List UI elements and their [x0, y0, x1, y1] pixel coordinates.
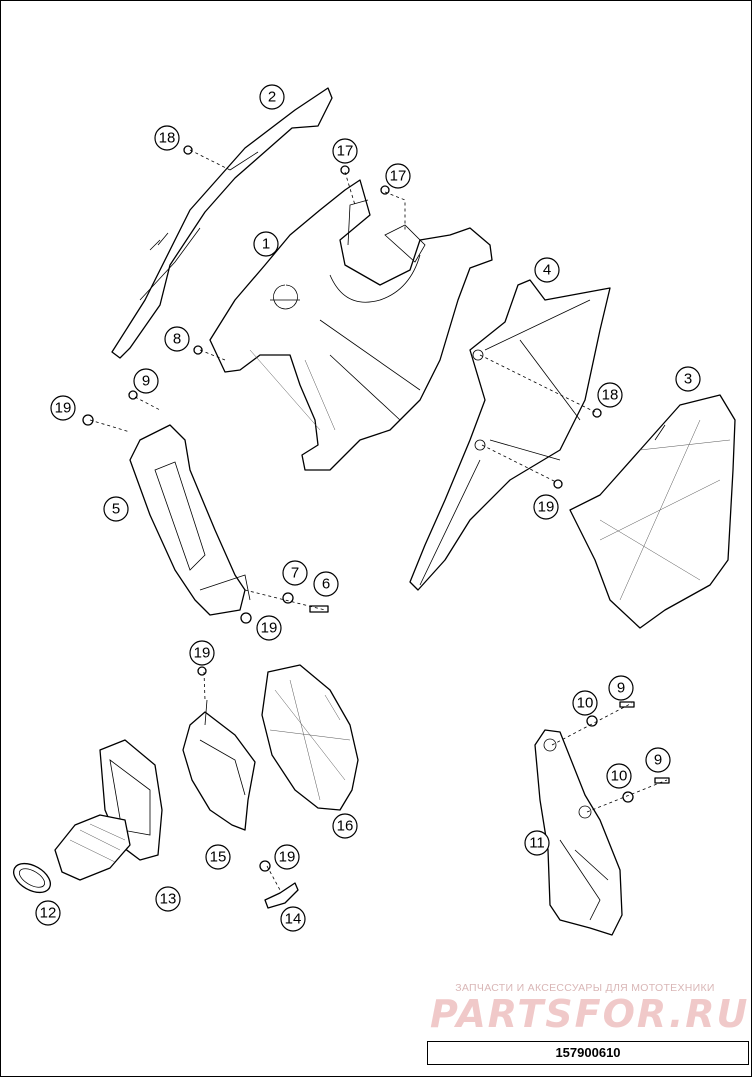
callout-15: 15	[205, 844, 231, 870]
svg-text:9: 9	[142, 373, 150, 390]
part-14-clip	[264, 882, 299, 909]
svg-text:19: 19	[261, 620, 278, 637]
svg-text:10: 10	[577, 695, 594, 712]
svg-text:6: 6	[322, 576, 330, 593]
callout-6: 6	[313, 571, 339, 597]
svg-text:16: 16	[337, 818, 354, 835]
callout-10: 10	[606, 763, 632, 789]
part-5-frame	[129, 424, 251, 616]
callout-17: 17	[385, 163, 411, 189]
svg-text:19: 19	[279, 849, 296, 866]
callout-18: 18	[154, 125, 180, 151]
part-2-side-panel	[111, 87, 333, 359]
callout-18: 18	[597, 382, 623, 408]
svg-text:11: 11	[529, 835, 545, 852]
svg-text:7: 7	[291, 565, 299, 582]
part-11-side-cover	[534, 729, 623, 936]
part-3-number-plate	[569, 394, 736, 629]
callout-1: 1	[253, 231, 279, 257]
svg-text:9: 9	[617, 680, 625, 697]
svg-text:19: 19	[194, 645, 211, 662]
svg-text:19: 19	[55, 400, 72, 417]
part-16-air-filter	[261, 664, 359, 811]
svg-text:17: 17	[337, 143, 354, 160]
callout-19: 19	[533, 494, 559, 520]
svg-text:1: 1	[262, 236, 270, 253]
callout-16: 16	[332, 813, 358, 839]
watermark: ЗАПЧАСТИ И АКСЕССУАРЫ ДЛЯ МОТОТЕХНИКИ PA…	[430, 982, 750, 1036]
part-15-filter-cage	[182, 699, 256, 831]
svg-text:14: 14	[285, 911, 302, 928]
callout-19: 19	[256, 615, 282, 641]
callout-9: 9	[645, 747, 671, 773]
part-12-hose-clamp	[13, 862, 51, 894]
watermark-logo: PARTSFOR.RU	[430, 992, 750, 1036]
callout-2: 2	[259, 84, 285, 110]
svg-text:8: 8	[173, 331, 181, 348]
callout-17: 17	[332, 138, 358, 164]
svg-text:13: 13	[160, 891, 177, 908]
callout-4: 4	[534, 257, 560, 283]
svg-text:4: 4	[543, 262, 551, 279]
svg-text:17: 17	[390, 168, 407, 185]
svg-text:18: 18	[159, 130, 176, 147]
hardware-fasteners	[82, 145, 670, 872]
callout-14: 14	[280, 906, 306, 932]
svg-text:2: 2	[268, 89, 276, 106]
callout-19: 19	[274, 844, 300, 870]
callout-19: 19	[50, 395, 76, 421]
svg-text:5: 5	[112, 501, 120, 518]
svg-text:19: 19	[538, 499, 555, 516]
leader-lines	[89, 149, 668, 891]
svg-text:12: 12	[40, 905, 57, 922]
callout-3: 3	[675, 366, 701, 392]
callout-9: 9	[608, 675, 634, 701]
part-number-box: 157900610	[427, 1041, 749, 1065]
callout-12: 12	[35, 900, 61, 926]
callout-13: 13	[155, 886, 181, 912]
callout-5: 5	[103, 496, 129, 522]
svg-text:15: 15	[210, 849, 227, 866]
watermark-tagline: ЗАПЧАСТИ И АКСЕССУАРЫ ДЛЯ МОТОТЕХНИКИ	[455, 982, 715, 994]
callout-10: 10	[572, 690, 598, 716]
svg-text:9: 9	[654, 752, 662, 769]
callout-11: 11	[524, 830, 550, 856]
svg-text:3: 3	[684, 371, 692, 388]
part-13-intake-boot	[54, 739, 163, 881]
part-1-airbox	[209, 179, 493, 471]
callout-9: 9	[133, 368, 159, 394]
svg-text:18: 18	[602, 387, 619, 404]
svg-text:10: 10	[611, 768, 628, 785]
callout-7: 7	[282, 560, 308, 586]
callout-19: 19	[189, 640, 215, 666]
part-4-side-panel	[409, 279, 611, 591]
callout-8: 8	[164, 326, 190, 352]
